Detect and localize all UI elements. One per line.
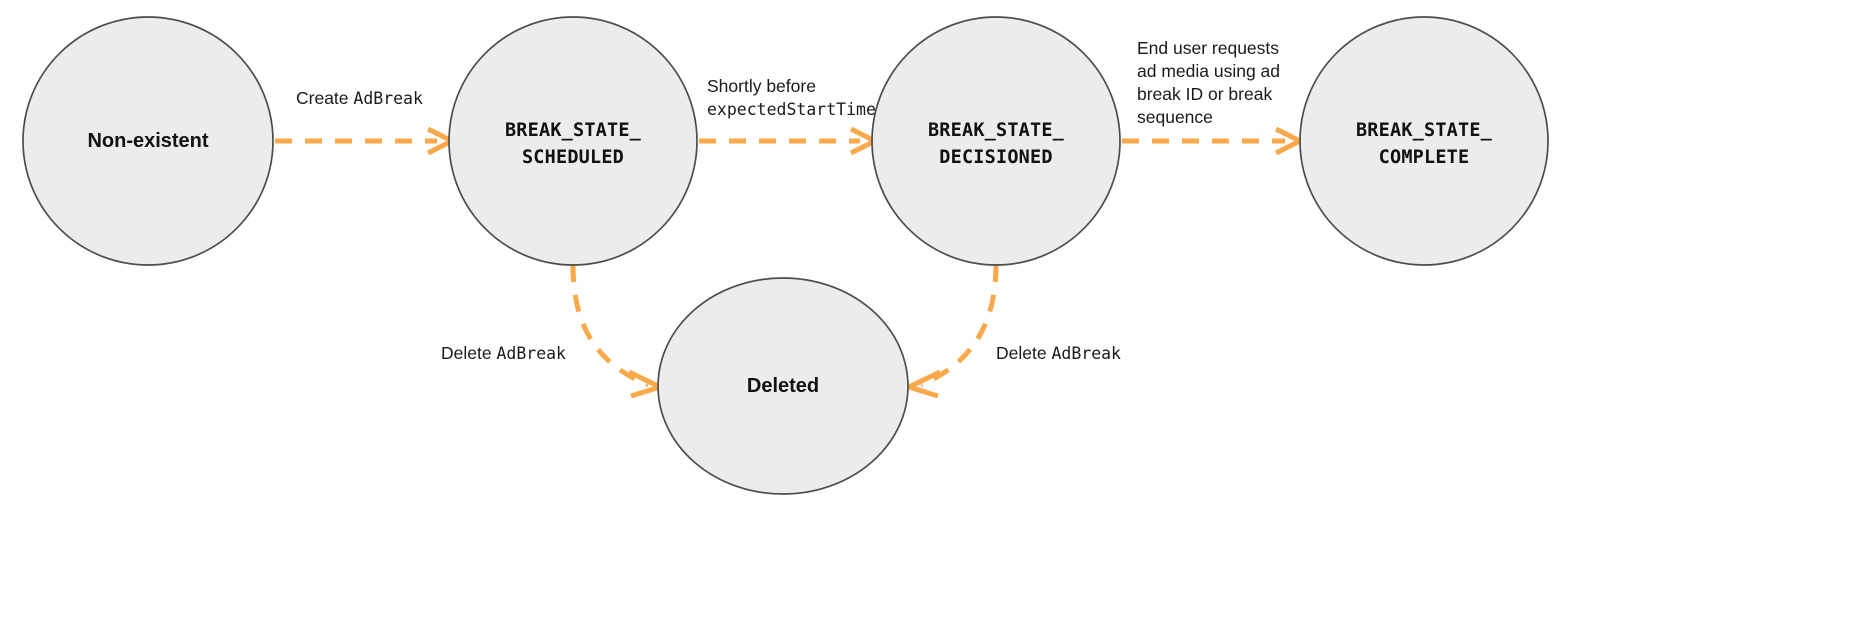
edge-label-create-adbreak: Create AdBreak [296, 88, 423, 108]
edge-label-end-user-requests-line4: sequence [1137, 107, 1213, 127]
edge-delete-from-decisioned-line [920, 264, 999, 388]
node-deleted[interactable]: Deleted [657, 277, 909, 495]
node-break-state-decisioned-label-line2: DECISIONED [939, 147, 1052, 168]
node-deleted-label: Deleted [747, 375, 819, 397]
node-break-state-scheduled-label-line2: SCHEDULED [522, 147, 624, 168]
node-break-state-decisioned-label: BREAK_STATE_ [928, 120, 1065, 141]
edge-delete-from-scheduled[interactable] [570, 264, 667, 399]
node-break-state-decisioned[interactable]: BREAK_STATE_ DECISIONED [871, 16, 1121, 266]
edge-label-end-user-requests-line1: End user requests [1137, 38, 1279, 58]
edge-delete-from-decisioned-arrowhead [902, 369, 942, 399]
node-break-state-scheduled-label: BREAK_STATE_ [505, 120, 642, 141]
nodes-layer: Non-existent BREAK_STATE_ SCHEDULED BREA… [22, 16, 1549, 495]
node-non-existent-shape [22, 16, 274, 266]
edge-label-delete-from-scheduled: Delete AdBreak [441, 343, 566, 363]
node-break-state-scheduled[interactable]: BREAK_STATE_ SCHEDULED [448, 16, 698, 266]
edge-create-adbreak[interactable] [275, 126, 458, 156]
edge-delete-from-scheduled-arrowhead [627, 369, 667, 399]
node-non-existent-label: Non-existent [87, 130, 208, 152]
edge-label-shortly-before: Shortly before [707, 76, 816, 96]
edge-delete-from-scheduled-line [570, 264, 649, 388]
node-break-state-complete-shape [1299, 16, 1549, 266]
node-break-state-decisioned-shape [871, 16, 1121, 266]
edge-label-expected-start-time: expectedStartTime [707, 100, 876, 119]
edge-shortly-before[interactable] [699, 126, 881, 156]
node-deleted-shape [657, 277, 909, 495]
node-break-state-complete-label-line2: COMPLETE [1379, 147, 1470, 168]
node-break-state-scheduled-shape [448, 16, 698, 266]
edge-label-end-user-requests-line3: break ID or break [1137, 84, 1272, 104]
node-non-existent[interactable]: Non-existent [22, 16, 274, 266]
edge-label-delete-from-decisioned: Delete AdBreak [996, 343, 1121, 363]
edge-delete-from-decisioned[interactable] [902, 264, 999, 399]
edge-labels-layer: Create AdBreak Shortly before expectedSt… [296, 38, 1280, 363]
edge-label-end-user-requests-line2: ad media using ad [1137, 61, 1280, 81]
node-break-state-complete[interactable]: BREAK_STATE_ COMPLETE [1299, 16, 1549, 266]
edge-end-user-requests[interactable] [1122, 126, 1306, 156]
node-break-state-complete-label: BREAK_STATE_ [1356, 120, 1493, 141]
